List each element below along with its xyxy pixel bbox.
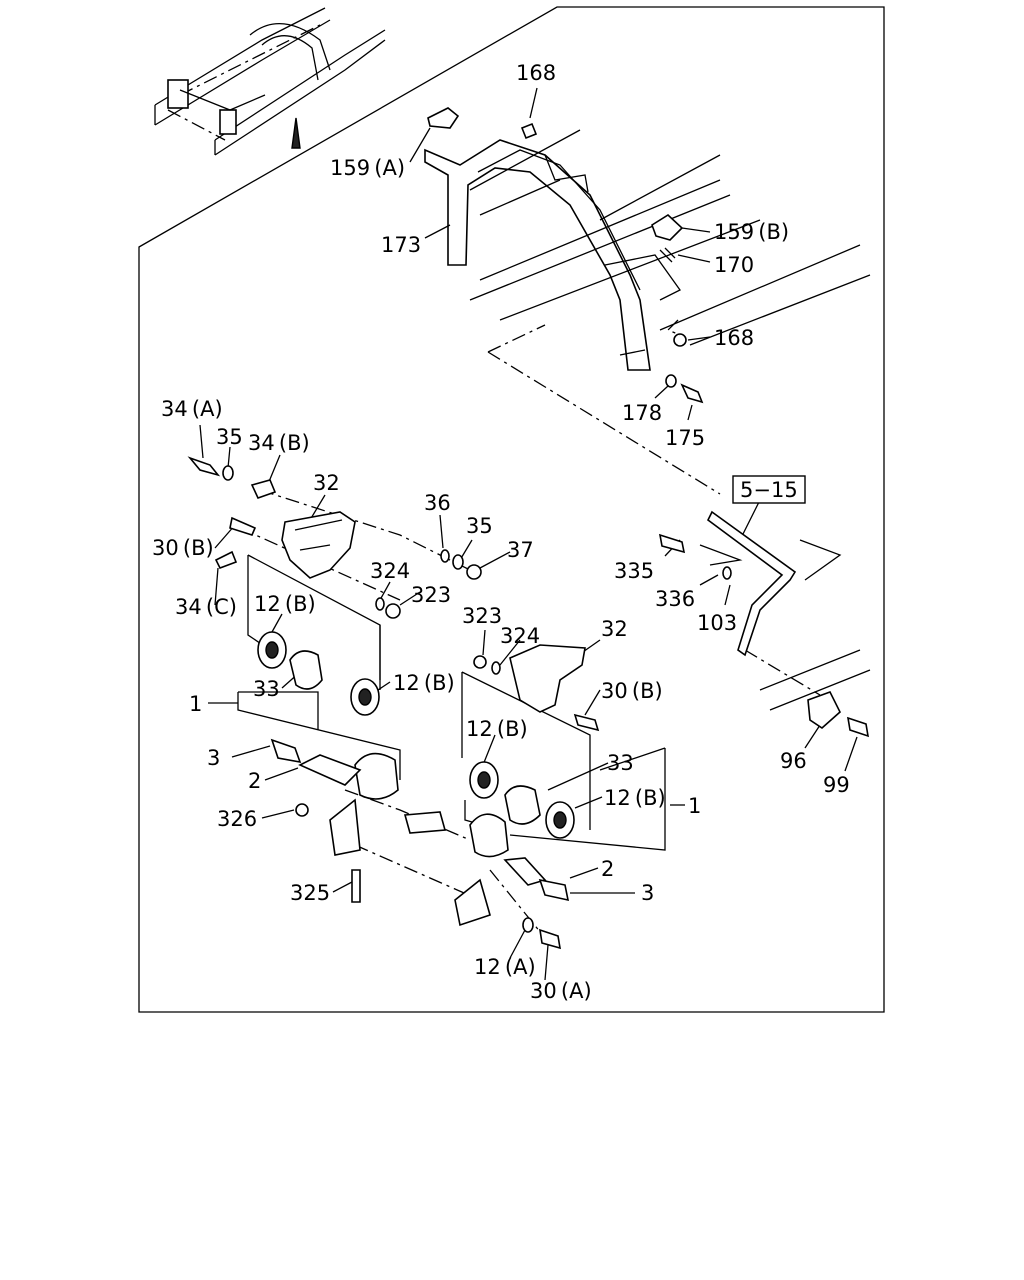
bushing-12b-4-hole xyxy=(553,811,567,829)
nut-37 xyxy=(466,564,482,580)
label-12b-3: 12 (B) xyxy=(466,717,528,741)
nut-168-lower xyxy=(673,333,687,347)
rubber-33-right xyxy=(504,785,541,825)
bracket-32-left xyxy=(281,511,356,579)
mount-1-right xyxy=(469,813,509,858)
nut-323-left xyxy=(385,603,401,619)
frame-bracket-173 xyxy=(424,129,681,371)
label-335: 335 xyxy=(614,559,654,583)
label-33-left: 33 xyxy=(253,677,280,701)
ref-box-5-15 xyxy=(732,475,806,504)
label-37: 37 xyxy=(507,538,534,562)
label-336: 336 xyxy=(655,587,695,611)
bushing-12b-1-hole xyxy=(265,641,279,659)
bolt-34b xyxy=(250,479,277,499)
label-1-right: 1 xyxy=(688,794,701,818)
clip-324-right xyxy=(491,661,501,675)
label-12b-1: 12 (B) xyxy=(254,592,316,616)
label-1-left: 1 xyxy=(189,692,202,716)
lower-bracket xyxy=(454,878,491,927)
label-175: 175 xyxy=(665,426,705,450)
bushing-12b-2-hole xyxy=(358,688,372,706)
label-170: 170 xyxy=(714,253,754,277)
label-96: 96 xyxy=(780,749,807,773)
label-30b-left: 30 (B) xyxy=(152,536,214,560)
nut-326 xyxy=(295,803,309,817)
label-168-lower: 168 xyxy=(714,326,754,350)
rail-lines xyxy=(469,154,871,711)
nut-323-right xyxy=(473,655,487,669)
label-325: 325 xyxy=(290,881,330,905)
label-173: 173 xyxy=(381,233,421,257)
washer-12a xyxy=(522,917,534,933)
bolt-30b-left xyxy=(229,516,257,536)
washer-178 xyxy=(665,374,677,388)
bolt-34a xyxy=(187,456,221,477)
link-rod-103 xyxy=(706,510,797,657)
label-159a: 159 (A) xyxy=(330,156,405,180)
bolt-30a xyxy=(539,928,561,950)
rubber-33-left xyxy=(289,650,323,690)
label-34b: 34 (B) xyxy=(248,431,310,455)
label-36: 36 xyxy=(424,491,451,515)
label-30b-right: 30 (B) xyxy=(601,679,663,703)
bracket-325-base xyxy=(329,798,361,856)
label-323-right: 323 xyxy=(462,604,502,628)
label-33-right: 33 xyxy=(607,751,634,775)
label-159b: 159 (B) xyxy=(714,220,789,244)
washer-336 xyxy=(722,566,732,580)
bolt-335 xyxy=(658,533,686,554)
bolt-175 xyxy=(680,383,704,404)
label-178: 178 xyxy=(622,401,662,425)
bracket-170 xyxy=(659,247,676,263)
bolt-99 xyxy=(846,716,870,738)
label-34c: 34 (C) xyxy=(175,595,237,619)
shaft-2-right xyxy=(503,857,547,886)
mount-1-left xyxy=(354,752,399,800)
label-326: 326 xyxy=(217,807,257,831)
bolt-3-right xyxy=(538,878,570,902)
label-30a: 30 (A) xyxy=(530,979,592,1003)
label-103: 103 xyxy=(697,611,737,635)
bracket-96 xyxy=(807,691,841,730)
label-32-left: 32 xyxy=(313,471,340,495)
label-323-left: 323 xyxy=(411,583,451,607)
nut-168-top xyxy=(520,122,538,140)
label-3-right: 3 xyxy=(641,881,654,905)
shaft-2-left xyxy=(298,754,362,786)
label-2-left: 2 xyxy=(248,769,261,793)
bracket-32-right xyxy=(509,644,586,713)
bolt-34c xyxy=(214,550,238,570)
clip-324-left xyxy=(375,597,385,611)
bolt-3-left xyxy=(270,738,302,764)
label-12b-2: 12 (B) xyxy=(393,671,455,695)
label-168-top: 168 xyxy=(516,61,556,85)
label-324-left: 324 xyxy=(370,559,410,583)
label-35-left: 35 xyxy=(216,425,243,449)
washer-35-right xyxy=(452,554,464,570)
bolt-325 xyxy=(351,869,361,903)
label-12b-4: 12 (B) xyxy=(604,786,666,810)
rubber-stopper-159b xyxy=(651,213,684,241)
label-3-left: 3 xyxy=(207,746,220,770)
label-34a: 34 (A) xyxy=(161,397,223,421)
frame-overview-thumbnail xyxy=(154,7,386,156)
label-324-right: 324 xyxy=(500,624,540,648)
view-arrow-icon xyxy=(291,117,301,149)
label-99: 99 xyxy=(823,773,850,797)
label-32-right: 32 xyxy=(601,617,628,641)
label-35-right: 35 xyxy=(466,514,493,538)
diagram-frame xyxy=(138,6,885,1013)
label-5-15: 5−15 xyxy=(740,478,798,502)
bolt-axle-center xyxy=(403,811,447,834)
label-12a: 12 (A) xyxy=(474,955,536,979)
label-2-right: 2 xyxy=(601,857,614,881)
bushing-12b-3-hole xyxy=(477,771,491,789)
rubber-stopper-159a xyxy=(427,107,460,129)
washer-36 xyxy=(440,549,450,563)
washer-35 xyxy=(222,465,234,481)
bracket-32-left-detail xyxy=(294,519,343,551)
bolt-30b-right xyxy=(573,713,600,732)
